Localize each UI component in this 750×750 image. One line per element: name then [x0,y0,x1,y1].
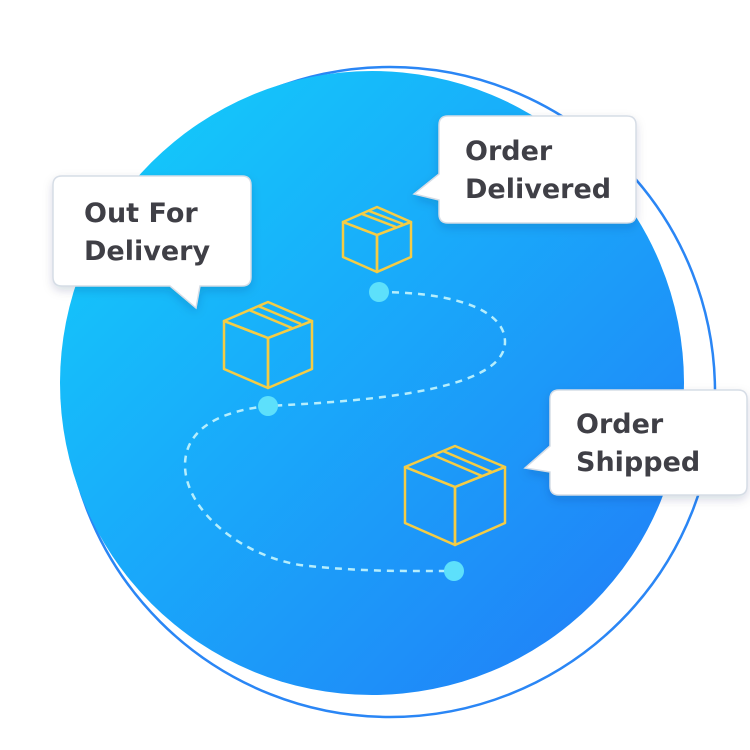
route-node-out-for-delivery [258,396,278,416]
package-icon [403,444,507,547]
step-label-line1: Out For [84,198,198,229]
step-label-line1: Order [576,409,664,440]
bubble-border [412,115,637,224]
step-label-line2: Delivery [84,236,210,267]
bubble-shape [525,390,747,495]
package-icon [222,300,314,390]
status-bubble-order-shipped [525,390,747,495]
bubble-border [523,389,748,496]
bubble-shape [53,176,251,308]
bubble-border [52,175,252,310]
step-label-line2: Shipped [576,447,700,478]
package-icon [341,205,413,274]
step-label-line1: Order [465,136,553,167]
step-label-line2: Delivered [465,174,611,205]
status-bubble-order-delivered [414,116,636,223]
status-bubble-out-for-delivery [53,176,251,308]
route-node-delivered [369,282,389,302]
route-node-shipped [444,561,464,581]
bubble-shape [414,116,636,223]
